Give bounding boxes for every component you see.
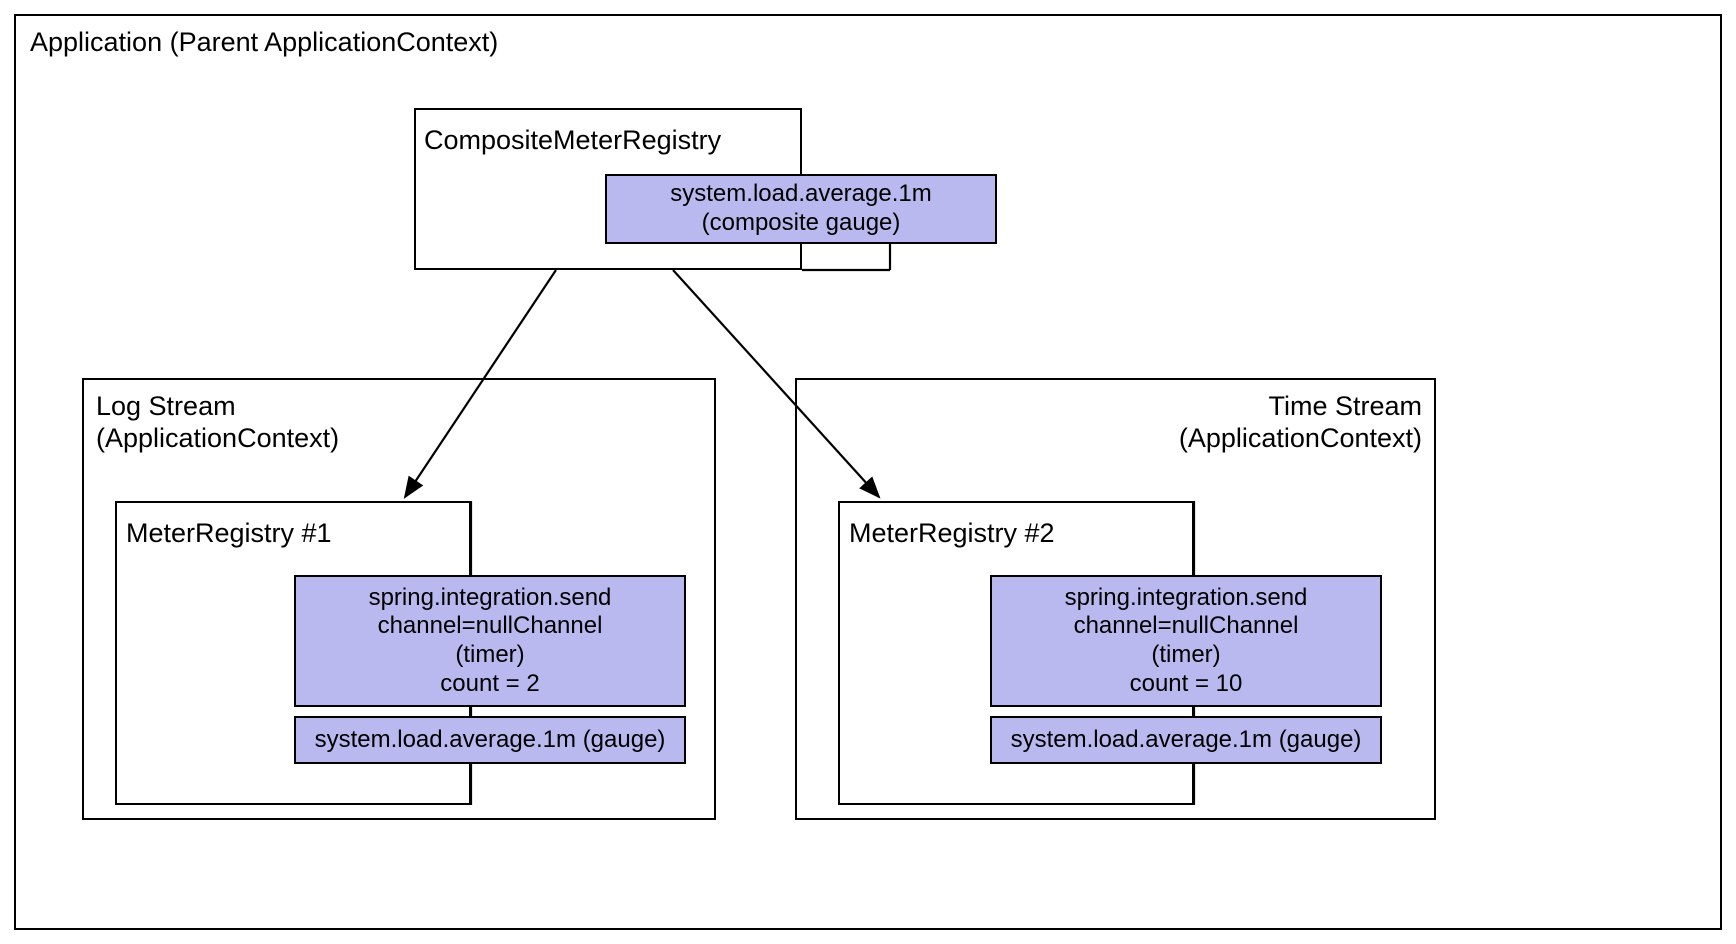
meter-registry-2-gauge-line-1: system.load.average.1m (gauge) [1010,725,1362,753]
time-stream-label-line-2: (ApplicationContext) [1178,423,1422,454]
log-stream-label-line-1: Log Stream [96,391,236,421]
meter-registry-2-timer-line-2: channel=nullChannel [1073,612,1299,640]
application-context-box [14,14,1722,930]
meter-registry-1-gauge-meter: system.load.average.1m (gauge) [294,716,686,764]
meter-registry-2-timer-line-1: spring.integration.send [1064,583,1308,611]
composite-gauge-meter-line-1: system.load.average.1m [670,180,932,208]
meter-registry-1-timer-line-4: count = 2 [440,669,540,697]
meter-registry-1-timer-line-2: channel=nullChannel [377,612,603,640]
meter-registry-2-timer-line-3: (timer) [1151,641,1221,668]
meter-registry-1-timer-line-1: spring.integration.send [368,583,612,611]
time-stream-context-label: Time Stream(ApplicationContext) [1000,390,1422,455]
meter-registry-1-label: MeterRegistry #1 [126,518,332,548]
log-stream-label-line-2: (ApplicationContext) [96,423,340,454]
time-stream-context-box [795,378,1436,820]
composite-gauge-meter-line-2: (composite gauge) [701,209,901,236]
meter-registry-2-label: MeterRegistry #2 [849,518,1055,548]
meter-registry-2-timer-line-4: count = 10 [1129,669,1243,697]
log-stream-context-box [82,378,716,820]
composite-gauge-meter: system.load.average.1m (composite gauge) [605,174,997,244]
composite-meter-registry-label: CompositeMeterRegistry [424,125,722,155]
application-context-label: Application (Parent ApplicationContext) [30,27,499,57]
time-stream-label-line-1: Time Stream [1268,391,1422,421]
meter-registry-2-timer-meter: spring.integration.send channel=nullChan… [990,575,1382,707]
log-stream-context-label: Log Stream(ApplicationContext) [96,390,516,455]
meter-registry-1-timer-meter: spring.integration.send channel=nullChan… [294,575,686,707]
meter-registry-2-gauge-meter: system.load.average.1m (gauge) [990,716,1382,764]
meter-registry-1-timer-line-3: (timer) [455,641,525,668]
meter-registry-1-gauge-line-1: system.load.average.1m (gauge) [314,725,666,753]
